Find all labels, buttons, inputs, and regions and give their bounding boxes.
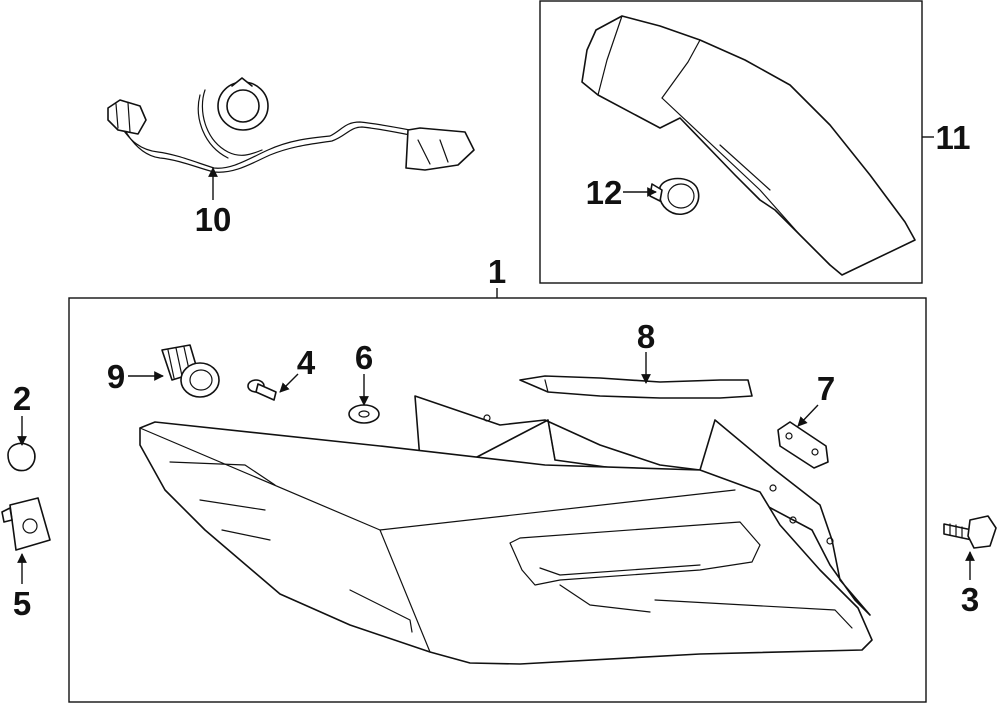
part-12-clip [649,177,700,215]
callout-6: 6 [355,339,373,376]
part-6-washer [348,404,380,424]
leader-7 [797,404,819,427]
part-8-seal [519,375,753,399]
callout-2: 2 [13,380,31,417]
callout-11: 11 [936,119,971,156]
part-10-wire-harness [107,77,475,173]
leaders [17,136,975,584]
part-5-nut [1,497,51,551]
part-1-lamp-housing [139,395,873,665]
part-9-socket [161,344,220,398]
part-7-gasket [777,421,829,469]
callout-4: 4 [297,344,316,381]
part-11-garnish [581,15,916,276]
leader-4 [279,373,299,393]
part-4-screw [247,379,277,401]
callout-7: 7 [817,370,835,407]
part-3-bolt [943,515,997,549]
callout-3: 3 [961,581,979,618]
callout-1: 1 [488,253,506,290]
part-2-cap [7,442,36,472]
callout-5: 5 [13,585,31,622]
inset-panel-frame [539,0,923,284]
callout-9: 9 [107,358,125,395]
callout-8: 8 [637,318,655,355]
callout-12: 12 [586,174,623,211]
callouts: 1 2 3 4 5 6 7 8 9 10 11 12 [13,119,979,622]
callout-10: 10 [195,201,232,238]
